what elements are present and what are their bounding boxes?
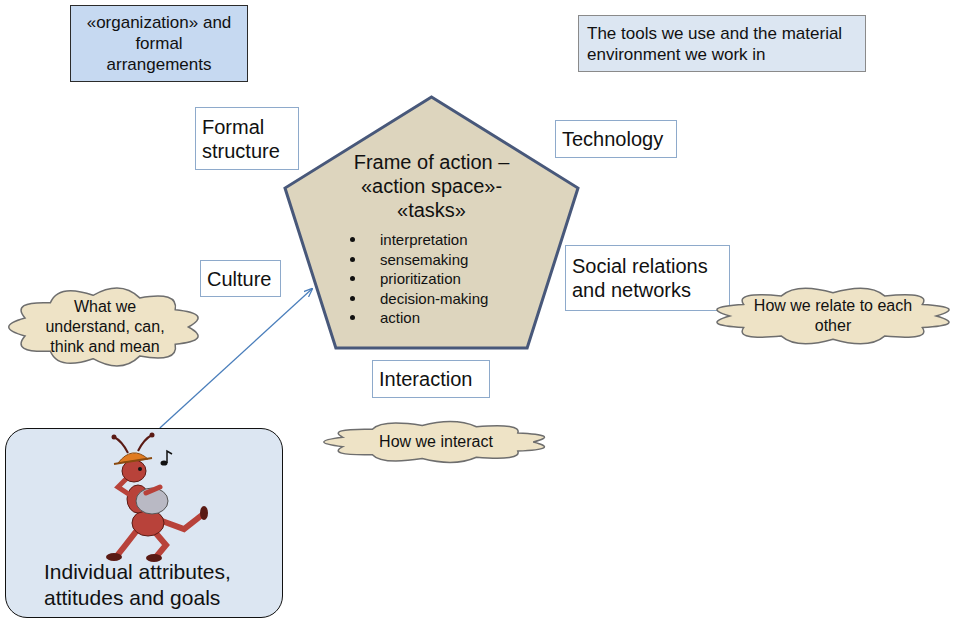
ant-hat-brim [114, 458, 152, 464]
cloud-outline [710, 284, 956, 348]
note-cloud: How we interact [320, 418, 552, 466]
ant-antenna-tip [150, 433, 155, 438]
ant-head [122, 460, 146, 482]
tools-box: The tools we use and the material enviro… [578, 15, 866, 72]
ant-illustration [6, 429, 284, 579]
ant-antenna [114, 437, 128, 453]
ant-foot [200, 506, 208, 520]
bullet-dot [350, 257, 355, 262]
box-label: Technology [562, 127, 663, 151]
bullet-item: action [350, 308, 420, 328]
box-label: The tools we use and the material enviro… [587, 23, 857, 65]
arrow-connector [160, 289, 312, 428]
cloud-text: How we relate to each other [740, 296, 926, 336]
label-box: Interaction [372, 360, 490, 398]
label-box: Formal structure [195, 107, 299, 170]
ant-antenna [138, 435, 152, 451]
bullet-dot [350, 237, 355, 242]
box-label: Social relations and networks [572, 254, 723, 302]
pentagon-shape [285, 97, 578, 348]
cloud-shape [324, 422, 545, 463]
note-cloud: How we relate to each other [710, 284, 956, 348]
ant-arm [118, 479, 130, 495]
ant-foot [106, 553, 122, 561]
bullet-dot [350, 296, 355, 301]
ant-bag [136, 488, 168, 514]
individual-box: Individual attributes, attitudes and goa… [5, 428, 283, 618]
box-label: Interaction [379, 367, 472, 391]
bullet-item: interpretation [350, 230, 468, 250]
label-box: Social relations and networks [565, 245, 730, 311]
bullet-item: sensemaking [350, 250, 468, 270]
box-label: Culture [207, 267, 271, 291]
organization-box: «organization» and formal arrangements [70, 5, 248, 82]
cloud-text: What we understand, can, think and mean [35, 297, 175, 357]
pentagon-outline [283, 95, 580, 350]
note-cloud: What we understand, can, think and mean [5, 284, 205, 370]
ant-leg [162, 515, 202, 529]
cloud-text: How we interact [379, 432, 493, 452]
bullet-dot [350, 276, 355, 281]
bullet-dot [350, 315, 355, 320]
box-label: Formal structure [202, 115, 292, 163]
label-box: Technology [555, 120, 677, 158]
bullet-item: decision-making [350, 289, 488, 309]
bullet-item: prioritization [350, 269, 461, 289]
music-note-stem [167, 451, 172, 463]
ant-leg [116, 529, 138, 557]
ant-eye [138, 467, 142, 471]
box-label: Individual attributes, attitudes and goa… [44, 559, 272, 611]
cloud-shape [9, 288, 198, 366]
frame-title: Frame of action – «action space»- «tasks… [341, 150, 523, 222]
label-box: Culture [200, 260, 281, 297]
cloud-shape [717, 288, 949, 343]
ant-arm [146, 487, 160, 493]
box-label: «organization» and formal arrangements [85, 12, 233, 75]
action-pentagon: Frame of action – «action space»- «tasks… [283, 95, 580, 350]
ant-antenna-tip [112, 435, 117, 440]
